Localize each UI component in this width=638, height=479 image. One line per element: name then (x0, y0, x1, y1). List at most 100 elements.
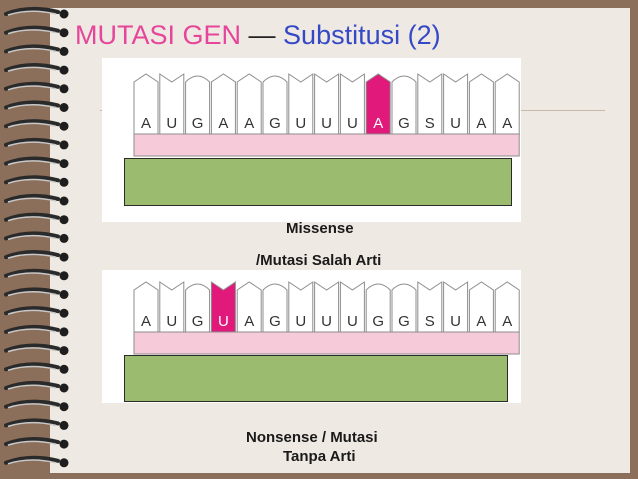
spiral-coil (4, 212, 60, 222)
nucleotide-label: U (321, 313, 332, 330)
spiral-hole (59, 140, 69, 150)
nucleotide-label: U (450, 115, 461, 132)
nucleotide-shape (391, 75, 417, 135)
nucleotide-shape (339, 281, 365, 333)
nucleotide-label: A (373, 115, 383, 132)
spiral-coil-shine (7, 421, 57, 428)
spiral-hole (59, 346, 69, 356)
spiral-coil-shine (7, 29, 57, 35)
spiral-hole (59, 159, 69, 169)
nucleotide-label: A (244, 115, 254, 132)
nucleotide-shape (185, 75, 211, 135)
spiral-coil (4, 81, 60, 91)
nucleotide-shape (339, 73, 365, 135)
nucleotide-shape (494, 73, 520, 135)
spiral-coil (4, 399, 60, 409)
nucleotide-shape (468, 281, 494, 333)
spiral-coil-shine (7, 328, 57, 334)
nucleotide-shape (391, 283, 417, 333)
nucleotide-shape (133, 73, 159, 135)
spiral-hole (59, 233, 69, 243)
spiral-coil (4, 25, 60, 35)
nucleotide-label: A (502, 115, 512, 132)
nucleotide-shape (314, 281, 340, 333)
spiral-hole (59, 402, 69, 412)
nucleotide-shape (236, 281, 262, 333)
nucleotide-shape (133, 281, 159, 333)
nucleotide-label: G (372, 313, 384, 330)
nucleotide-shape (443, 281, 469, 333)
spiral-hole (59, 383, 69, 393)
spiral-coil-shine (7, 66, 57, 72)
nucleotide-label: G (398, 115, 410, 132)
spiral-coil-shine (7, 234, 57, 241)
caption-missense-line2: /Mutasi Salah Arti (256, 252, 382, 269)
nucleotide-label: A (141, 313, 151, 330)
nucleotide-shape (288, 73, 314, 135)
nucleotide-label: A (476, 115, 486, 132)
spiral-coil (4, 418, 60, 428)
nucleotide-shape (210, 281, 236, 333)
spiral-coil-shine (7, 122, 57, 128)
spiral-coil-shine (7, 216, 57, 222)
spiral-coil (4, 287, 60, 297)
nucleotide-shape (159, 73, 185, 135)
spiral-hole (59, 28, 69, 38)
title-dash: — (248, 20, 276, 50)
strand-backbone (133, 133, 520, 157)
nucleotide-shape (262, 283, 288, 333)
nucleotide-label: S (425, 115, 435, 132)
nucleotide-shape (288, 281, 314, 333)
spiral-coil (4, 437, 60, 447)
spiral-coil-shine (7, 384, 57, 390)
strand-backbone (133, 331, 520, 355)
title-subtitle: Substitusi (2) (283, 20, 441, 50)
nucleotide-label: U (450, 313, 461, 330)
nucleotide-shape (314, 73, 340, 135)
spiral-coil (4, 324, 60, 334)
nucleotide-shape (443, 73, 469, 135)
nucleotide-label: A (218, 115, 228, 132)
nucleotide-label: A (244, 313, 254, 330)
spiral-hole (59, 215, 69, 225)
spiral-coil (4, 63, 60, 73)
spiral-coil (4, 381, 60, 390)
spiral-hole (59, 458, 69, 468)
spiral-coil-shine (7, 47, 57, 54)
spiral-coil (4, 175, 60, 185)
nucleotide-label: A (502, 313, 512, 330)
spiral-coil-shine (7, 272, 57, 278)
spiral-coil (4, 343, 60, 353)
spiral-coil (4, 44, 60, 54)
spiral-coil-shine (7, 178, 57, 185)
spiral-coil-shine (7, 309, 57, 315)
spiral-hole (59, 84, 69, 94)
nucleotide-shape (159, 281, 185, 333)
spiral-hole (59, 290, 69, 299)
spiral-hole (59, 364, 69, 374)
nucleotide-label: G (192, 313, 204, 330)
spiral-coil-shine (7, 197, 57, 203)
spiral-coil (4, 137, 60, 147)
spiral-hole (59, 252, 69, 262)
nucleotide-label: G (192, 115, 204, 132)
nucleotide-shape (185, 283, 211, 333)
spiral-coil (4, 100, 60, 110)
spiral-coil-shine (7, 141, 57, 147)
spiral-coil (4, 156, 60, 166)
spiral-coil (4, 268, 60, 278)
nucleotide-label: G (269, 313, 281, 330)
nucleotide-shape (365, 283, 391, 333)
nucleotide-shape (417, 281, 443, 333)
spiral-coil-shine (7, 347, 57, 353)
nucleotide-shape (210, 73, 236, 135)
codon-cover-box-missense (124, 158, 512, 206)
spiral-hole (59, 9, 69, 19)
nucleotide-label: S (425, 313, 435, 330)
nucleotide-label: U (166, 313, 177, 330)
spiral-hole (59, 103, 69, 112)
spiral-coil-shine (7, 403, 57, 409)
spiral-hole (59, 65, 69, 75)
